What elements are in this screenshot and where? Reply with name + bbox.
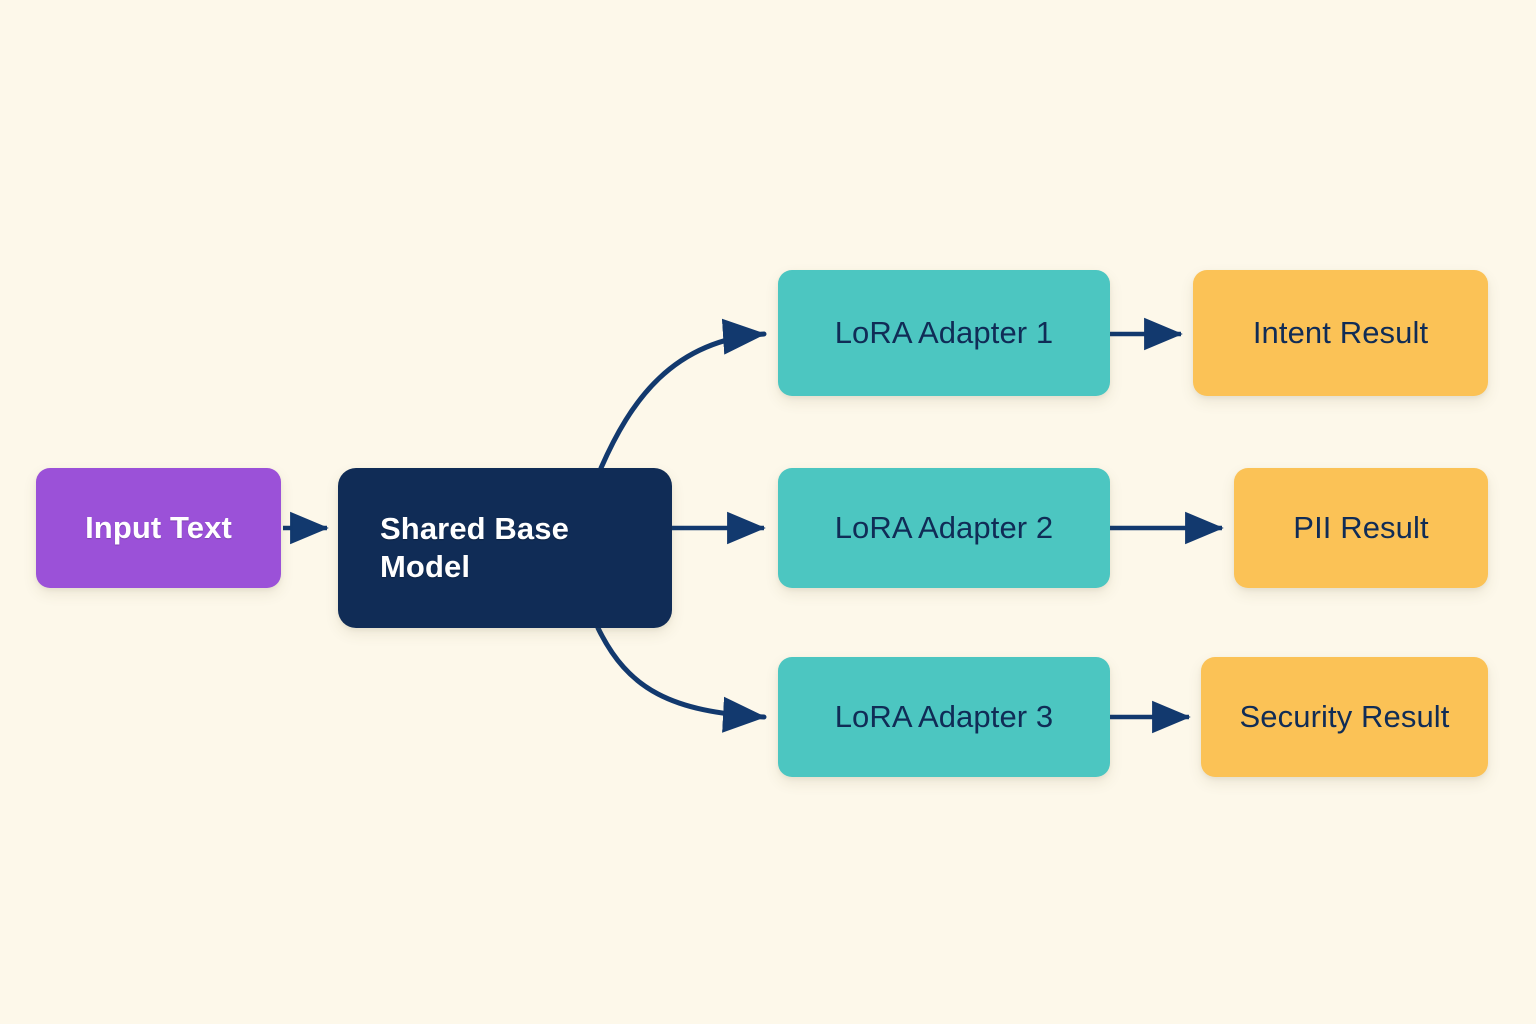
- node-security-result-label: Security Result: [1239, 699, 1450, 735]
- node-lora-adapter-1-label: LoRA Adapter 1: [834, 315, 1054, 351]
- node-lora-adapter-1[interactable]: LoRA Adapter 1: [778, 270, 1110, 396]
- node-intent-result[interactable]: Intent Result: [1193, 270, 1488, 396]
- edge-base-to-adapter-1: [598, 318, 767, 471]
- node-shared-base-model[interactable]: Shared Base Model: [338, 468, 672, 628]
- node-lora-adapter-3[interactable]: LoRA Adapter 3: [778, 657, 1110, 777]
- node-input-text-label: Input Text: [85, 510, 232, 546]
- node-intent-result-label: Intent Result: [1252, 315, 1429, 351]
- node-lora-adapter-2-label: LoRA Adapter 2: [834, 510, 1054, 546]
- node-shared-base-model-label: Shared Base Model: [380, 511, 569, 584]
- node-pii-result-label: PII Result: [1293, 510, 1429, 546]
- node-pii-result[interactable]: PII Result: [1234, 468, 1488, 588]
- node-security-result[interactable]: Security Result: [1201, 657, 1488, 777]
- edge-base-to-adapter-3: [595, 625, 767, 733]
- node-lora-adapter-2[interactable]: LoRA Adapter 2: [778, 468, 1110, 588]
- node-lora-adapter-3-label: LoRA Adapter 3: [834, 699, 1054, 735]
- node-input-text[interactable]: Input Text: [36, 468, 281, 588]
